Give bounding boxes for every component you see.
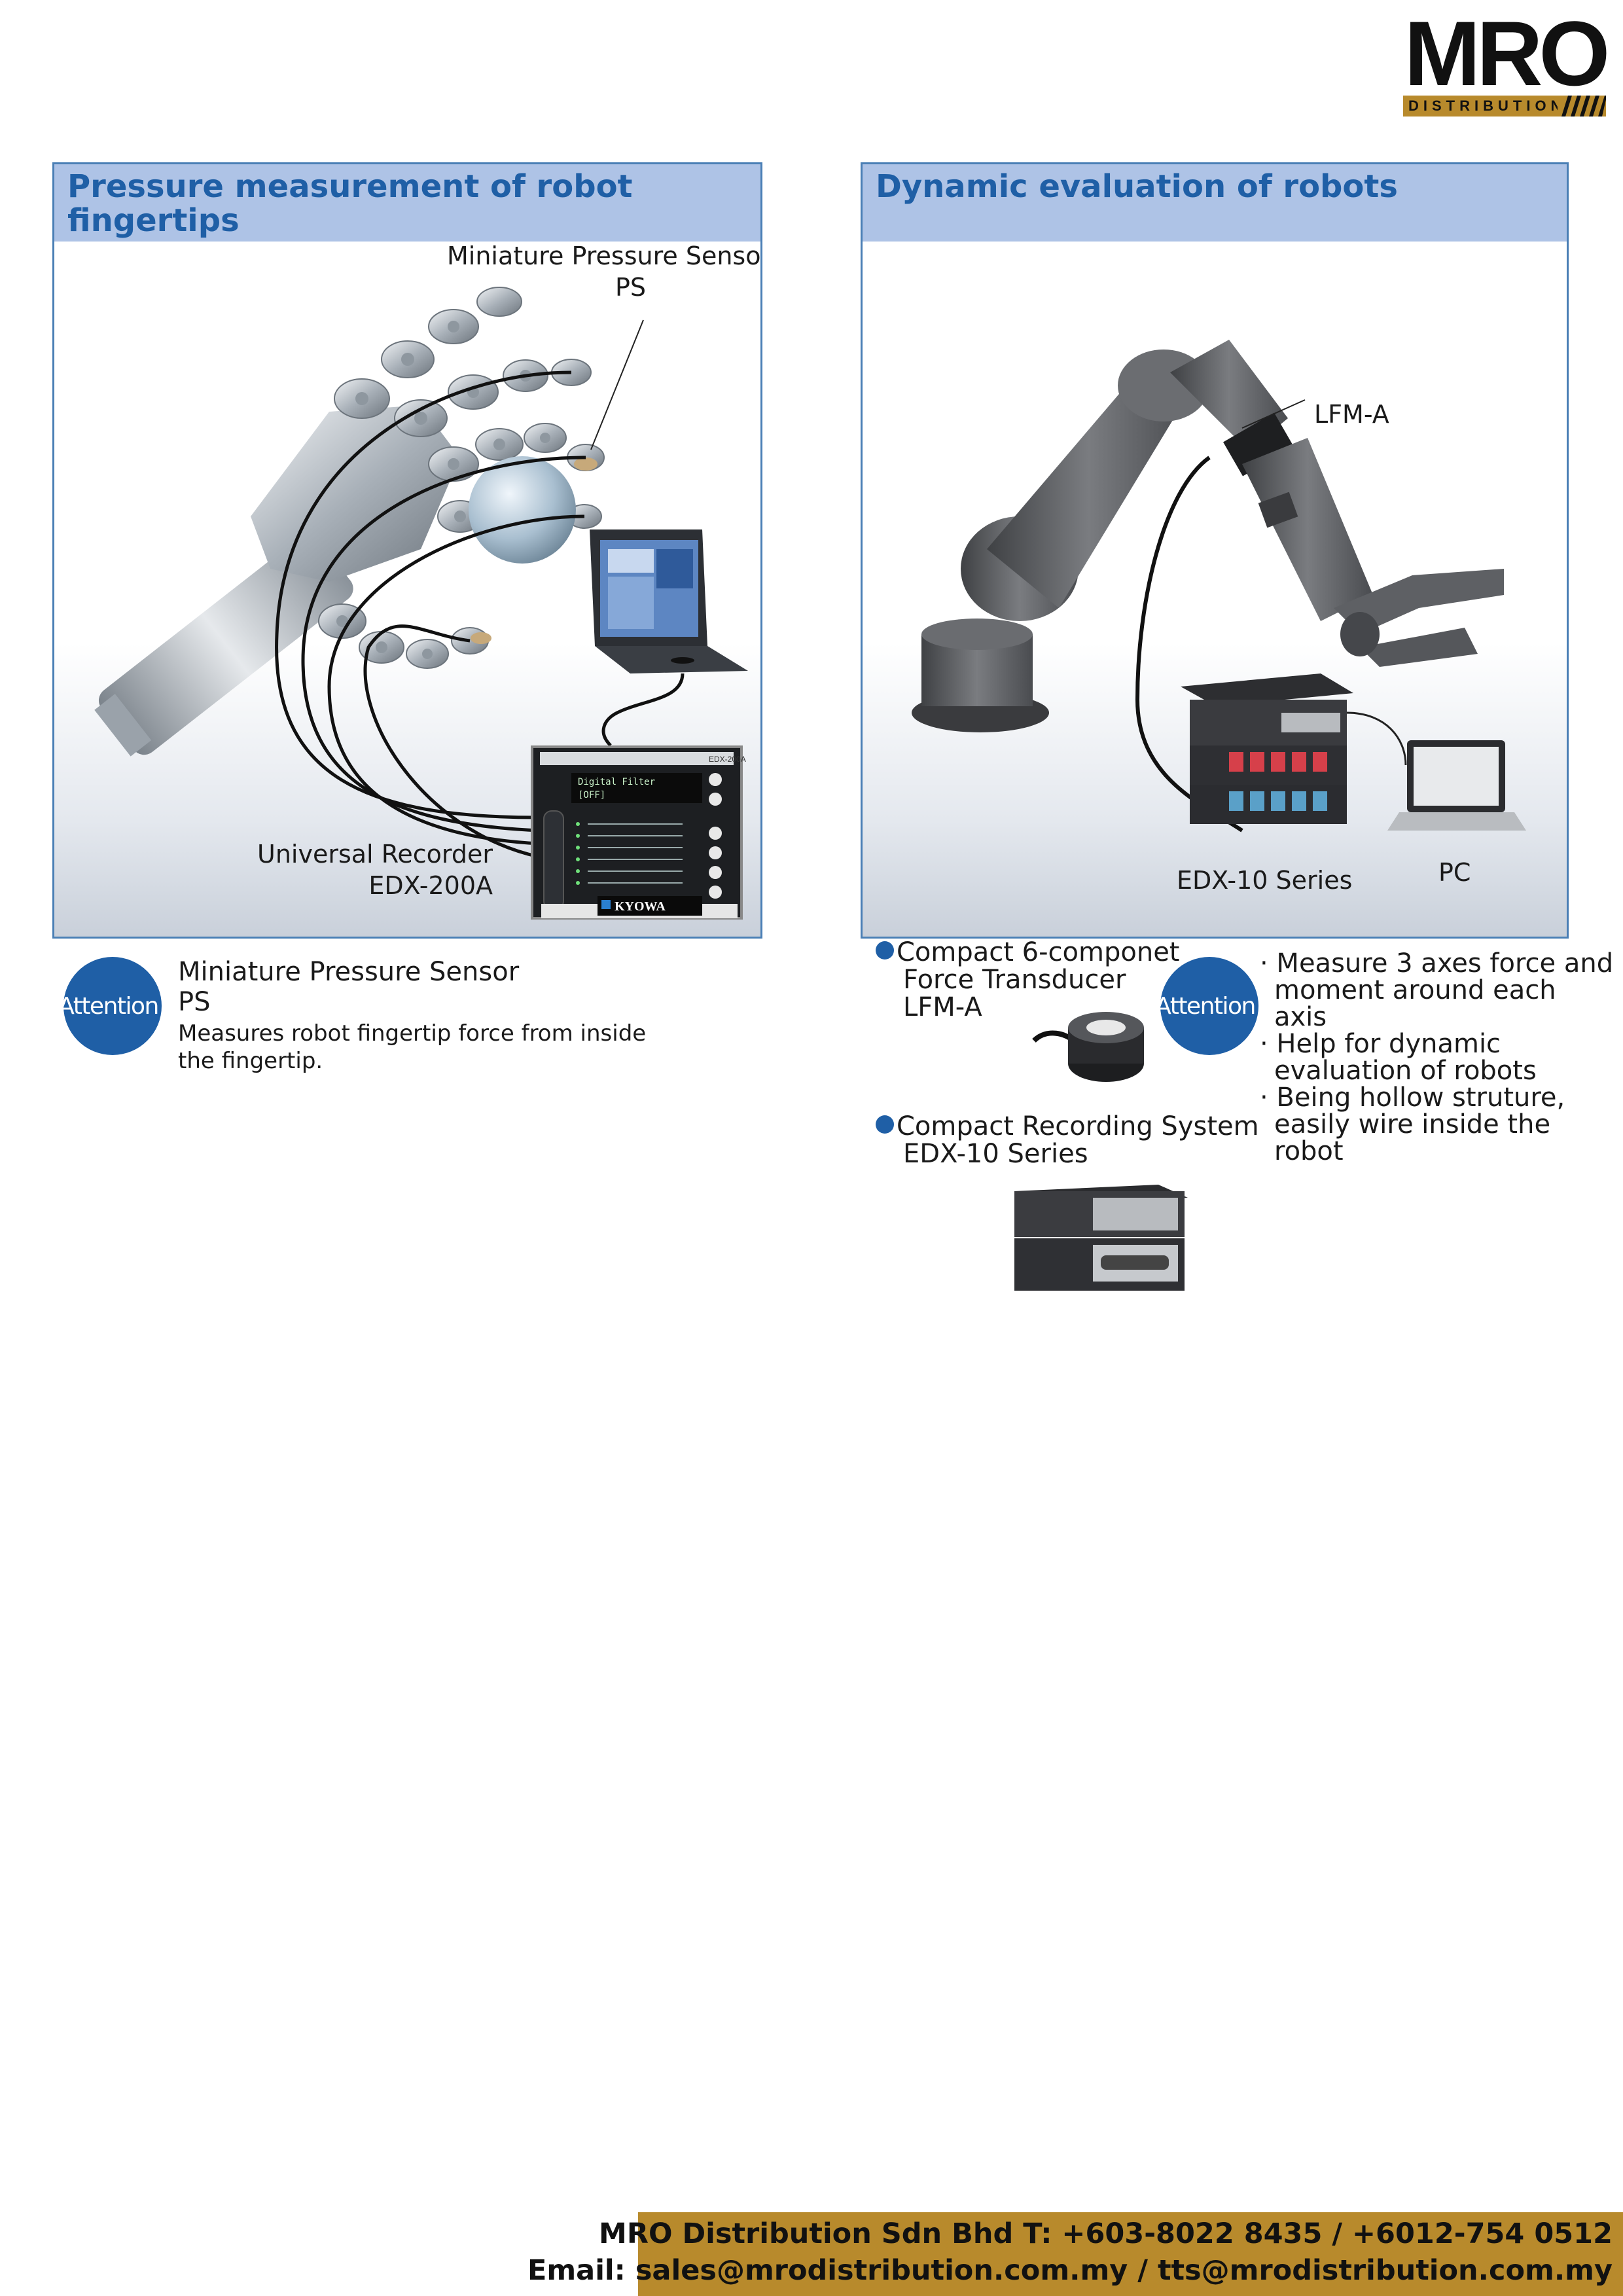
logo-subtitle: DISTRIBUTION xyxy=(1408,98,1566,114)
recorder-display-line2: [OFF] xyxy=(578,790,605,800)
attention-product-name: Miniature Pressure Sensor PS xyxy=(178,957,519,1017)
point-3-line-3: robot xyxy=(1274,1136,1344,1166)
callout-sensor-line1: Miniature Pressure Sensor xyxy=(447,242,762,270)
attention-badge: Attention! xyxy=(1155,957,1264,1055)
callout-recorder-line2: EDX-200A xyxy=(368,871,493,900)
bullet-icon xyxy=(876,1115,894,1134)
robot-arm-illustration xyxy=(912,340,1526,833)
product-edx-line1: Compact Recording System xyxy=(897,1111,1259,1141)
pc-laptop-icon xyxy=(1387,740,1526,831)
callout-lfm: LFM-A xyxy=(1314,400,1389,429)
attention-description: Measures robot fingertip force from insi… xyxy=(178,1020,646,1075)
edx10-product-image xyxy=(1014,1185,1188,1291)
footer-company-phone: MRO Distribution Sdn Bhd T: +603-8022 84… xyxy=(599,2217,1613,2250)
bullet-icon xyxy=(876,941,894,960)
callout-pc: PC xyxy=(1438,858,1471,887)
product-lfm-line3: LFM-A xyxy=(903,992,982,1022)
callout-sensor-line2: PS xyxy=(615,273,646,302)
robot-hand-illustration: Digital Filter [OFF] EDX-200A KYOWA xyxy=(94,287,748,920)
logo-wordmark: MRO xyxy=(1404,2,1611,105)
description-line2: the fingertip. xyxy=(178,1048,323,1074)
product-lfm-line1: Compact 6-componet xyxy=(897,937,1180,967)
point-3-line-1: · Being hollow struture, xyxy=(1260,1083,1565,1113)
callout-sensor: Miniature Pressure Sensor PS xyxy=(447,240,762,303)
point-2-line-2: evaluation of robots xyxy=(1274,1056,1537,1086)
point-2-line-1: · Help for dynamic xyxy=(1260,1029,1501,1059)
callout-edx10: EDX-10 Series xyxy=(1177,866,1353,895)
panel-header xyxy=(863,164,1567,242)
panel-dynamic-evaluation: Dynamic evaluation of robots xyxy=(861,162,1569,939)
panel-title: Dynamic evaluation of robots xyxy=(876,168,1398,205)
attention-points: · Measure 3 axes force and moment around… xyxy=(1260,950,1613,1165)
panel-fingertip-pressure: Pressure measurement of robot fingertips xyxy=(52,162,762,939)
recorder-brand: KYOWA xyxy=(615,899,666,914)
recorder-model-label: EDX-200A xyxy=(709,755,746,764)
product-name-line1: Miniature Pressure Sensor xyxy=(178,957,520,987)
point-3-line-2: easily wire inside the xyxy=(1274,1109,1551,1139)
recorder-device-icon: Digital Filter [OFF] EDX-200A KYOWA xyxy=(531,745,746,920)
callout-recorder: Universal Recorder EDX-200A xyxy=(244,838,493,901)
panel-title: Pressure measurement of robot fingertips xyxy=(67,168,633,239)
attention-badge: Attention! xyxy=(58,957,168,1055)
attention-point-2: · Help for dynamic evaluation of robots xyxy=(1260,1031,1613,1085)
laptop-icon xyxy=(590,529,748,673)
product-lfm-a: Compact 6-componet Force Transducer LFM-… xyxy=(876,939,1179,1021)
panel-header xyxy=(54,164,760,242)
product-edx-line2: EDX-10 Series xyxy=(903,1139,1088,1169)
product-lfm-line2: Force Transducer xyxy=(903,965,1126,995)
contact-footer: MRO Distribution Sdn Bhd T: +603-8022 84… xyxy=(527,2212,1623,2296)
point-1-line-1: · Measure 3 axes force and xyxy=(1260,948,1614,978)
edx10-unit-icon xyxy=(1181,673,1353,824)
product-name-line2: PS xyxy=(178,987,211,1017)
footer-email[interactable]: Email: sales@mrodistribution.com.my / tt… xyxy=(527,2254,1613,2287)
point-1-line-2: moment around each xyxy=(1274,975,1556,1005)
brand-logo: MRO DISTRIBUTION xyxy=(1400,8,1610,117)
point-1-line-3: axis xyxy=(1274,1002,1327,1032)
logo-stripes-icon xyxy=(1558,96,1606,117)
recorder-display-line1: Digital Filter xyxy=(578,777,655,787)
description-line1: Measures robot fingertip force from insi… xyxy=(178,1020,647,1047)
attention-point-3: · Being hollow struture, easily wire ins… xyxy=(1260,1085,1613,1165)
lfm-a-sensor-image xyxy=(1032,1012,1144,1082)
product-edx10: Compact Recording System EDX-10 Series xyxy=(876,1113,1259,1168)
callout-recorder-line1: Universal Recorder xyxy=(257,840,493,869)
attention-point-1: · Measure 3 axes force and moment around… xyxy=(1260,950,1613,1031)
